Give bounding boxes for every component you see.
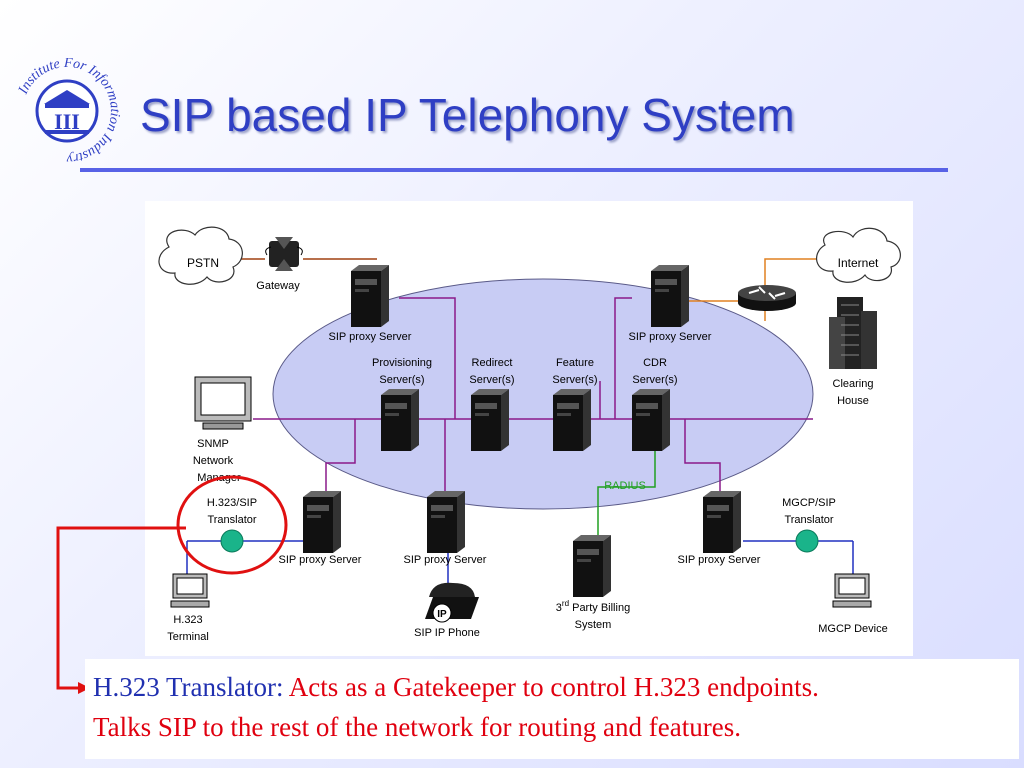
h323-translator-node (220, 529, 244, 553)
redirect-label-1: Redirect (472, 357, 513, 369)
h323-translator-highlight (176, 475, 288, 575)
feature-server-icon (553, 389, 591, 451)
internet-label: Internet (838, 256, 879, 270)
callout-line-2: Talks SIP to the rest of the network for… (93, 712, 741, 742)
internet-cloud: Internet (816, 227, 901, 283)
sip-proxy-server-top-left-icon (351, 265, 389, 327)
callout-term: H.323 Translator: (93, 672, 284, 702)
h323-terminal-label-1: H.323 (173, 614, 202, 626)
sip-proxy-bottom-2-label: SIP proxy Server (404, 554, 487, 566)
callout-line-1-text: Acts as a Gatekeeper to control H.323 en… (283, 672, 819, 702)
redirect-label-2: Server(s) (469, 374, 514, 386)
redirect-server-icon (471, 389, 509, 451)
billing-label-1: 3rd Party Billing (556, 599, 630, 614)
slide-title: SIP based IP Telephony System (140, 89, 795, 141)
title-divider (80, 168, 948, 172)
callout-line-1: H.323 Translator: Acts as a Gatekeeper t… (93, 672, 819, 703)
cdr-label-1: CDR (643, 357, 667, 369)
snmp-label-2: Network (193, 455, 234, 467)
cdr-server-icon (632, 389, 670, 451)
sip-proxy-top-right-label: SIP proxy Server (629, 331, 712, 343)
provisioning-server-icon (381, 389, 419, 451)
sip-proxy-bottom-3-label: SIP proxy Server (678, 554, 761, 566)
sip-proxy-top-left-label: SIP proxy Server (329, 331, 412, 343)
sip-ip-phone-label: SIP IP Phone (414, 627, 480, 639)
mgcp-device-icon (832, 573, 872, 608)
provisioning-label-2: Server(s) (379, 374, 424, 386)
h323-translator-label-1: H.323/SIP (207, 497, 257, 509)
snmp-monitor-icon (194, 376, 252, 430)
iii-logo: III Institute For Information Industry (16, 58, 120, 164)
gateway-icon: Gateway (256, 237, 303, 292)
purple-links (325, 297, 721, 499)
mgcp-translator-label-1: MGCP/SIP (782, 497, 836, 509)
clearing-house-icon (829, 297, 877, 369)
billing-label-2: System (575, 619, 612, 631)
router-icon (738, 285, 796, 311)
provisioning-label-1: Provisioning (372, 357, 432, 369)
clearing-house-label-1: Clearing (833, 378, 874, 390)
billing-server-icon (573, 535, 611, 597)
sip-proxy-server-bottom-2-icon (427, 491, 465, 553)
blue-links (186, 540, 854, 587)
sip-proxy-server-top-right-icon (651, 265, 689, 327)
pstn-cloud: PSTN (158, 226, 243, 285)
ip-badge: IP (437, 609, 447, 620)
ip-network-ellipse (272, 278, 814, 510)
h323-terminal-icon (170, 573, 210, 608)
gateway-label: Gateway (256, 280, 300, 292)
feature-label-2: Server(s) (552, 374, 597, 386)
mgcp-device-label: MGCP Device (818, 623, 887, 635)
clearing-house-label-2: House (837, 395, 869, 407)
internet-link (689, 258, 823, 302)
sip-proxy-bottom-1-label: SIP proxy Server (279, 554, 362, 566)
pstn-label: PSTN (187, 256, 219, 270)
feature-label-1: Feature (556, 357, 594, 369)
mgcp-translator-label-2: Translator (784, 514, 833, 526)
logo-mark: III (54, 109, 80, 134)
mgcp-translator-node (795, 529, 819, 553)
h323-terminal-label-2: Terminal (167, 631, 209, 643)
sip-proxy-server-bottom-3-icon (703, 491, 741, 553)
callout-box (85, 659, 1019, 759)
sip-proxy-server-bottom-1-icon (303, 491, 341, 553)
snmp-label-1: SNMP (197, 438, 229, 450)
radius-link (597, 439, 656, 541)
cdr-label-2: Server(s) (632, 374, 677, 386)
sip-ip-phone-icon: IP (425, 582, 479, 623)
radius-label: RADIUS (604, 480, 646, 492)
h323-translator-label-2: Translator (207, 514, 256, 526)
network-diagram: PSTN Gateway SIP proxy Server SIP proxy … (145, 201, 913, 656)
